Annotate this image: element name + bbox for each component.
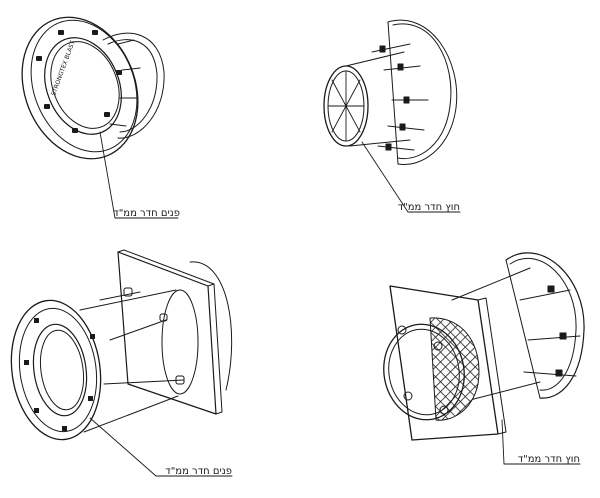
assembly-view-inside-bottom [10, 249, 233, 477]
callout-label-top-left: פנים חדר ממ"ד [113, 208, 180, 219]
flange-view-outside-top [323, 19, 461, 213]
assembly-view-outside-bottom [383, 252, 585, 465]
callout-label-top-right: חוץ חדר ממ"ד [398, 202, 460, 213]
callout-label-bottom-right: חוץ חדר ממ"ד [518, 454, 580, 465]
flange-stamp-text: STRONGTEX BLAST [50, 40, 77, 97]
flange-view-inside-top [21, 16, 179, 219]
callout-label-bottom-left: פנים חדר ממ"ד [165, 466, 232, 477]
